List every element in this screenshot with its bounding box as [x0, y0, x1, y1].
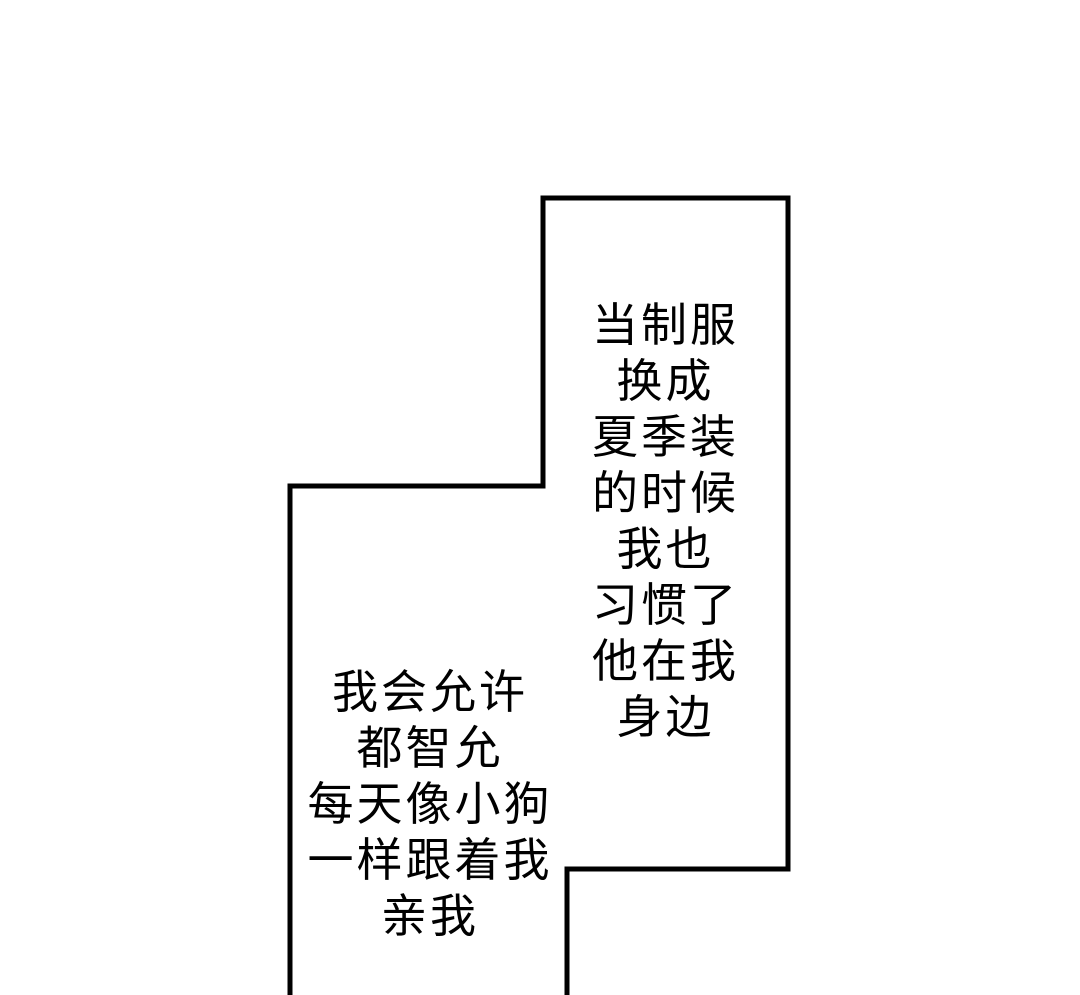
caption-line: 换成 — [616, 354, 715, 408]
caption-line: 我也 — [616, 522, 715, 576]
caption-line: 习惯了 — [592, 578, 739, 632]
caption-line: 都智允 — [356, 721, 504, 775]
caption-line: 我会允许 — [332, 665, 528, 719]
caption-left: 我会允许 都智允 每天像小狗 一样跟着我 亲我 — [290, 664, 570, 944]
caption-right: 当制服 换成 夏季装 的时候 我也 习惯了 他在我 身边 — [543, 297, 788, 745]
caption-line: 每天像小狗 — [307, 777, 553, 831]
caption-line: 当制服 — [592, 298, 739, 352]
panel-border-path — [287, 195, 791, 995]
caption-line: 他在我 — [592, 634, 739, 688]
caption-line: 夏季装 — [592, 410, 739, 464]
caption-line: 的时候 — [592, 466, 739, 520]
caption-line: 一样跟着我 — [307, 833, 553, 887]
caption-line: 亲我 — [381, 889, 479, 943]
caption-line: 身边 — [616, 690, 715, 744]
